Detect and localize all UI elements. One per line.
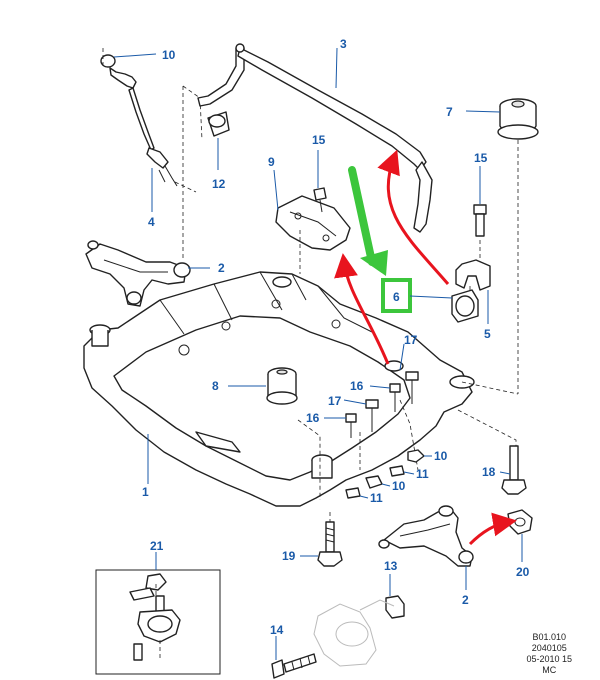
clip-20 <box>507 509 533 535</box>
control-arm-2-left <box>85 240 191 307</box>
control-arm-2-right <box>378 505 474 567</box>
callout-15-left: 15 <box>312 133 326 147</box>
bolt-19 <box>317 521 343 567</box>
leader-lines <box>113 47 523 660</box>
stabilizer-bush-6 <box>451 286 479 323</box>
green-highlight-box <box>381 278 412 313</box>
reference-line-3: 05-2010 15 <box>526 654 572 664</box>
reference-line-4: MC <box>542 665 557 675</box>
callout-15-right: 15 <box>474 151 488 165</box>
stabilizer-bar-3 <box>197 43 433 233</box>
callout-11-center: 11 <box>370 491 383 505</box>
bolt-16-lower <box>345 413 357 438</box>
callout-13: 13 <box>384 559 398 573</box>
callout-10-top: 10 <box>162 48 176 62</box>
reference-line-2: 2040105 <box>531 643 567 653</box>
mount-bush-8 <box>266 367 298 405</box>
bolt-17-upper <box>405 371 419 404</box>
bolt-17-lower <box>365 399 379 432</box>
nut-10-right <box>407 449 425 463</box>
bolt-16-upper <box>389 383 401 412</box>
callout-20: 20 <box>516 565 530 579</box>
callout-5: 5 <box>484 327 491 341</box>
callout-7: 7 <box>446 105 453 119</box>
callout-9: 9 <box>268 155 275 169</box>
red-pointer-arrow-lower <box>468 512 517 546</box>
callout-18: 18 <box>482 465 496 479</box>
clamp-5 <box>455 240 491 291</box>
callout-1: 1 <box>142 485 149 499</box>
ball-joint-inset-21 <box>95 569 221 675</box>
callout-16-upper: 16 <box>350 379 364 393</box>
callout-17-lower: 17 <box>328 394 342 408</box>
callout-2-lower: 2 <box>462 593 469 607</box>
callout-4: 4 <box>148 215 155 229</box>
bolt-18 <box>501 445 527 495</box>
callout-10-right: 10 <box>434 449 448 463</box>
bolt-15-right <box>473 204 487 237</box>
top-mount-7 <box>497 98 539 394</box>
nut-11-center <box>345 487 361 499</box>
bolt-15-left <box>313 187 327 213</box>
diagram-reference-code: B01.010 2040105 05-2010 15 MC <box>526 632 572 676</box>
callout-3: 3 <box>340 37 347 51</box>
callout-17-upper: 17 <box>404 333 418 347</box>
knuckle-ghost <box>313 599 395 667</box>
red-pointer-arrow-upper <box>377 149 450 285</box>
bolt-14 <box>271 653 317 679</box>
green-highlight-arrow <box>348 166 388 276</box>
callout-11-right: 11 <box>416 467 429 481</box>
callout-16-lower: 16 <box>306 411 320 425</box>
nut-11-right <box>389 465 405 477</box>
red-pointer-arrow-middle <box>334 253 390 365</box>
callout-19: 19 <box>282 549 296 563</box>
stabilizer-bush-12 <box>207 111 230 137</box>
callout-8: 8 <box>212 379 219 393</box>
drop-link-assembly <box>100 48 197 193</box>
nut-10-center <box>365 475 383 489</box>
reference-line-1: B01.010 <box>532 632 566 642</box>
callout-21: 21 <box>150 539 164 553</box>
bracket-9 <box>275 195 351 274</box>
bush-13 <box>385 580 405 619</box>
callout-12: 12 <box>212 177 226 191</box>
callout-6: 6 <box>393 290 400 304</box>
callout-14: 14 <box>270 623 284 637</box>
callout-2-upper: 2 <box>218 261 225 275</box>
callout-10-center: 10 <box>392 479 406 493</box>
